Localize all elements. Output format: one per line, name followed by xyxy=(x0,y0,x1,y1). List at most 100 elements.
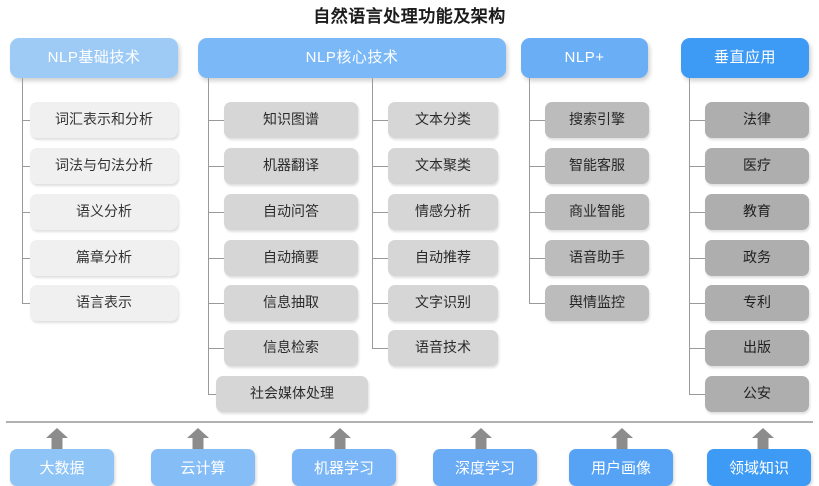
item-vertical-5-label: 出版 xyxy=(743,339,771,356)
item-core-right-5[interactable]: 语音技术 xyxy=(388,330,498,366)
foundation-item-1[interactable]: 云计算 xyxy=(151,449,255,486)
item-vertical-2[interactable]: 教育 xyxy=(705,194,809,230)
item-basic-1[interactable]: 词法与句法分析 xyxy=(30,148,178,184)
arrow-up-icon xyxy=(468,426,494,452)
item-core-right-4[interactable]: 文字识别 xyxy=(388,285,498,321)
connector-stub-core-right-1 xyxy=(372,166,388,167)
item-plus-1-label: 智能客服 xyxy=(569,157,625,174)
foundation-item-4[interactable]: 用户画像 xyxy=(569,449,673,486)
item-vertical-3-label: 政务 xyxy=(743,249,771,266)
item-core-left-0-label: 知识图谱 xyxy=(263,111,319,128)
connector-stub-plus-2 xyxy=(529,212,545,213)
item-core-left-5[interactable]: 信息检索 xyxy=(224,330,358,366)
item-core-left-2-label: 自动问答 xyxy=(263,203,319,220)
connector-stub-plus-3 xyxy=(529,258,545,259)
connector-stub-vertical-1 xyxy=(689,166,705,167)
item-core-left-1[interactable]: 机器翻译 xyxy=(224,148,358,184)
item-core-left-3[interactable]: 自动摘要 xyxy=(224,240,358,276)
item-plus-2[interactable]: 商业智能 xyxy=(545,194,649,230)
item-core-right-4-label: 文字识别 xyxy=(415,294,471,311)
item-plus-4[interactable]: 舆情监控 xyxy=(545,285,649,321)
foundation-item-2-label: 机器学习 xyxy=(313,460,374,477)
header-nlp-basic-label: NLP基础技术 xyxy=(47,48,141,66)
connector-stub-core-right-4 xyxy=(372,303,388,304)
item-core-left-5-label: 信息检索 xyxy=(263,339,319,356)
item-core-wide-0-label: 社会媒体处理 xyxy=(250,385,334,402)
item-core-right-5-label: 语音技术 xyxy=(415,339,471,356)
item-core-left-0[interactable]: 知识图谱 xyxy=(224,102,358,138)
foundation-item-0-label: 大数据 xyxy=(39,460,85,477)
item-vertical-5[interactable]: 出版 xyxy=(705,330,809,366)
item-vertical-1-label: 医疗 xyxy=(743,157,771,174)
connector-stub-core-left-5 xyxy=(208,348,224,349)
item-plus-4-label: 舆情监控 xyxy=(569,294,625,311)
item-plus-1[interactable]: 智能客服 xyxy=(545,148,649,184)
connector-trunk-basic xyxy=(22,78,23,304)
item-core-right-2[interactable]: 情感分析 xyxy=(388,194,498,230)
item-basic-1-label: 词法与句法分析 xyxy=(55,157,153,174)
item-vertical-3[interactable]: 政务 xyxy=(705,240,809,276)
item-vertical-4-label: 专利 xyxy=(743,294,771,311)
connector-stub-core-left-1 xyxy=(208,166,224,167)
foundation-item-2[interactable]: 机器学习 xyxy=(292,449,396,486)
item-core-right-3[interactable]: 自动推荐 xyxy=(388,240,498,276)
item-vertical-2-label: 教育 xyxy=(743,203,771,220)
header-nlp-plus-label: NLP+ xyxy=(564,48,605,66)
item-basic-2[interactable]: 语义分析 xyxy=(30,194,178,230)
arrow-up-icon xyxy=(750,426,776,452)
page-title: 自然语言处理功能及架构 xyxy=(313,7,506,26)
connector-stub-core-right-3 xyxy=(372,258,388,259)
header-nlp-plus[interactable]: NLP+ xyxy=(521,38,648,78)
item-plus-2-label: 商业智能 xyxy=(569,203,625,220)
foundation-item-3[interactable]: 深度学习 xyxy=(433,449,537,486)
arrow-up-icon xyxy=(609,426,635,452)
item-vertical-4[interactable]: 专利 xyxy=(705,285,809,321)
item-core-right-1-label: 文本聚类 xyxy=(415,157,471,174)
item-core-right-0-label: 文本分类 xyxy=(415,111,471,128)
connector-stub-core-right-5 xyxy=(372,348,388,349)
item-basic-4-label: 语言表示 xyxy=(76,294,132,311)
connector-trunk-core-left xyxy=(208,78,209,394)
foundation-item-1-label: 云计算 xyxy=(180,460,226,477)
connector-trunk-core-right xyxy=(372,78,373,349)
item-basic-0-label: 词汇表示和分析 xyxy=(55,111,153,128)
item-plus-3[interactable]: 语音助手 xyxy=(545,240,649,276)
header-nlp-basic[interactable]: NLP基础技术 xyxy=(10,38,178,78)
item-core-wide-0[interactable]: 社会媒体处理 xyxy=(216,376,368,412)
item-core-right-2-label: 情感分析 xyxy=(415,203,471,220)
connector-stub-plus-4 xyxy=(529,303,545,304)
foundation-item-3-label: 深度学习 xyxy=(454,460,515,477)
item-core-right-1[interactable]: 文本聚类 xyxy=(388,148,498,184)
item-plus-3-label: 语音助手 xyxy=(569,249,625,266)
header-vertical-application-label: 垂直应用 xyxy=(713,48,776,66)
item-basic-3[interactable]: 篇章分析 xyxy=(30,240,178,276)
item-basic-3-label: 篇章分析 xyxy=(76,249,132,266)
item-core-left-2[interactable]: 自动问答 xyxy=(224,194,358,230)
item-basic-2-label: 语义分析 xyxy=(76,203,132,220)
item-vertical-6-label: 公安 xyxy=(743,385,771,402)
item-basic-4[interactable]: 语言表示 xyxy=(30,285,178,321)
connector-stub-core-right-2 xyxy=(372,212,388,213)
arrow-up-icon xyxy=(185,426,211,452)
foundation-item-0[interactable]: 大数据 xyxy=(10,449,114,486)
item-plus-0-label: 搜索引擎 xyxy=(569,111,625,128)
connector-trunk-vertical xyxy=(689,78,690,394)
header-vertical-application[interactable]: 垂直应用 xyxy=(681,38,809,78)
foundation-item-4-label: 用户画像 xyxy=(590,460,651,477)
connector-stub-core-left-0 xyxy=(208,120,224,121)
foundation-divider xyxy=(6,421,813,423)
item-vertical-0-label: 法律 xyxy=(743,111,771,128)
item-plus-0[interactable]: 搜索引擎 xyxy=(545,102,649,138)
header-nlp-core[interactable]: NLP核心技术 xyxy=(198,38,506,78)
item-basic-0[interactable]: 词汇表示和分析 xyxy=(30,102,178,138)
item-core-left-4[interactable]: 信息抽取 xyxy=(224,285,358,321)
item-vertical-1[interactable]: 医疗 xyxy=(705,148,809,184)
item-vertical-6[interactable]: 公安 xyxy=(705,376,809,412)
connector-stub-vertical-6 xyxy=(689,394,705,395)
item-vertical-0[interactable]: 法律 xyxy=(705,102,809,138)
connector-stub-vertical-5 xyxy=(689,348,705,349)
foundation-item-5[interactable]: 领域知识 xyxy=(707,449,811,486)
item-core-right-0[interactable]: 文本分类 xyxy=(388,102,498,138)
item-core-left-3-label: 自动摘要 xyxy=(263,249,319,266)
